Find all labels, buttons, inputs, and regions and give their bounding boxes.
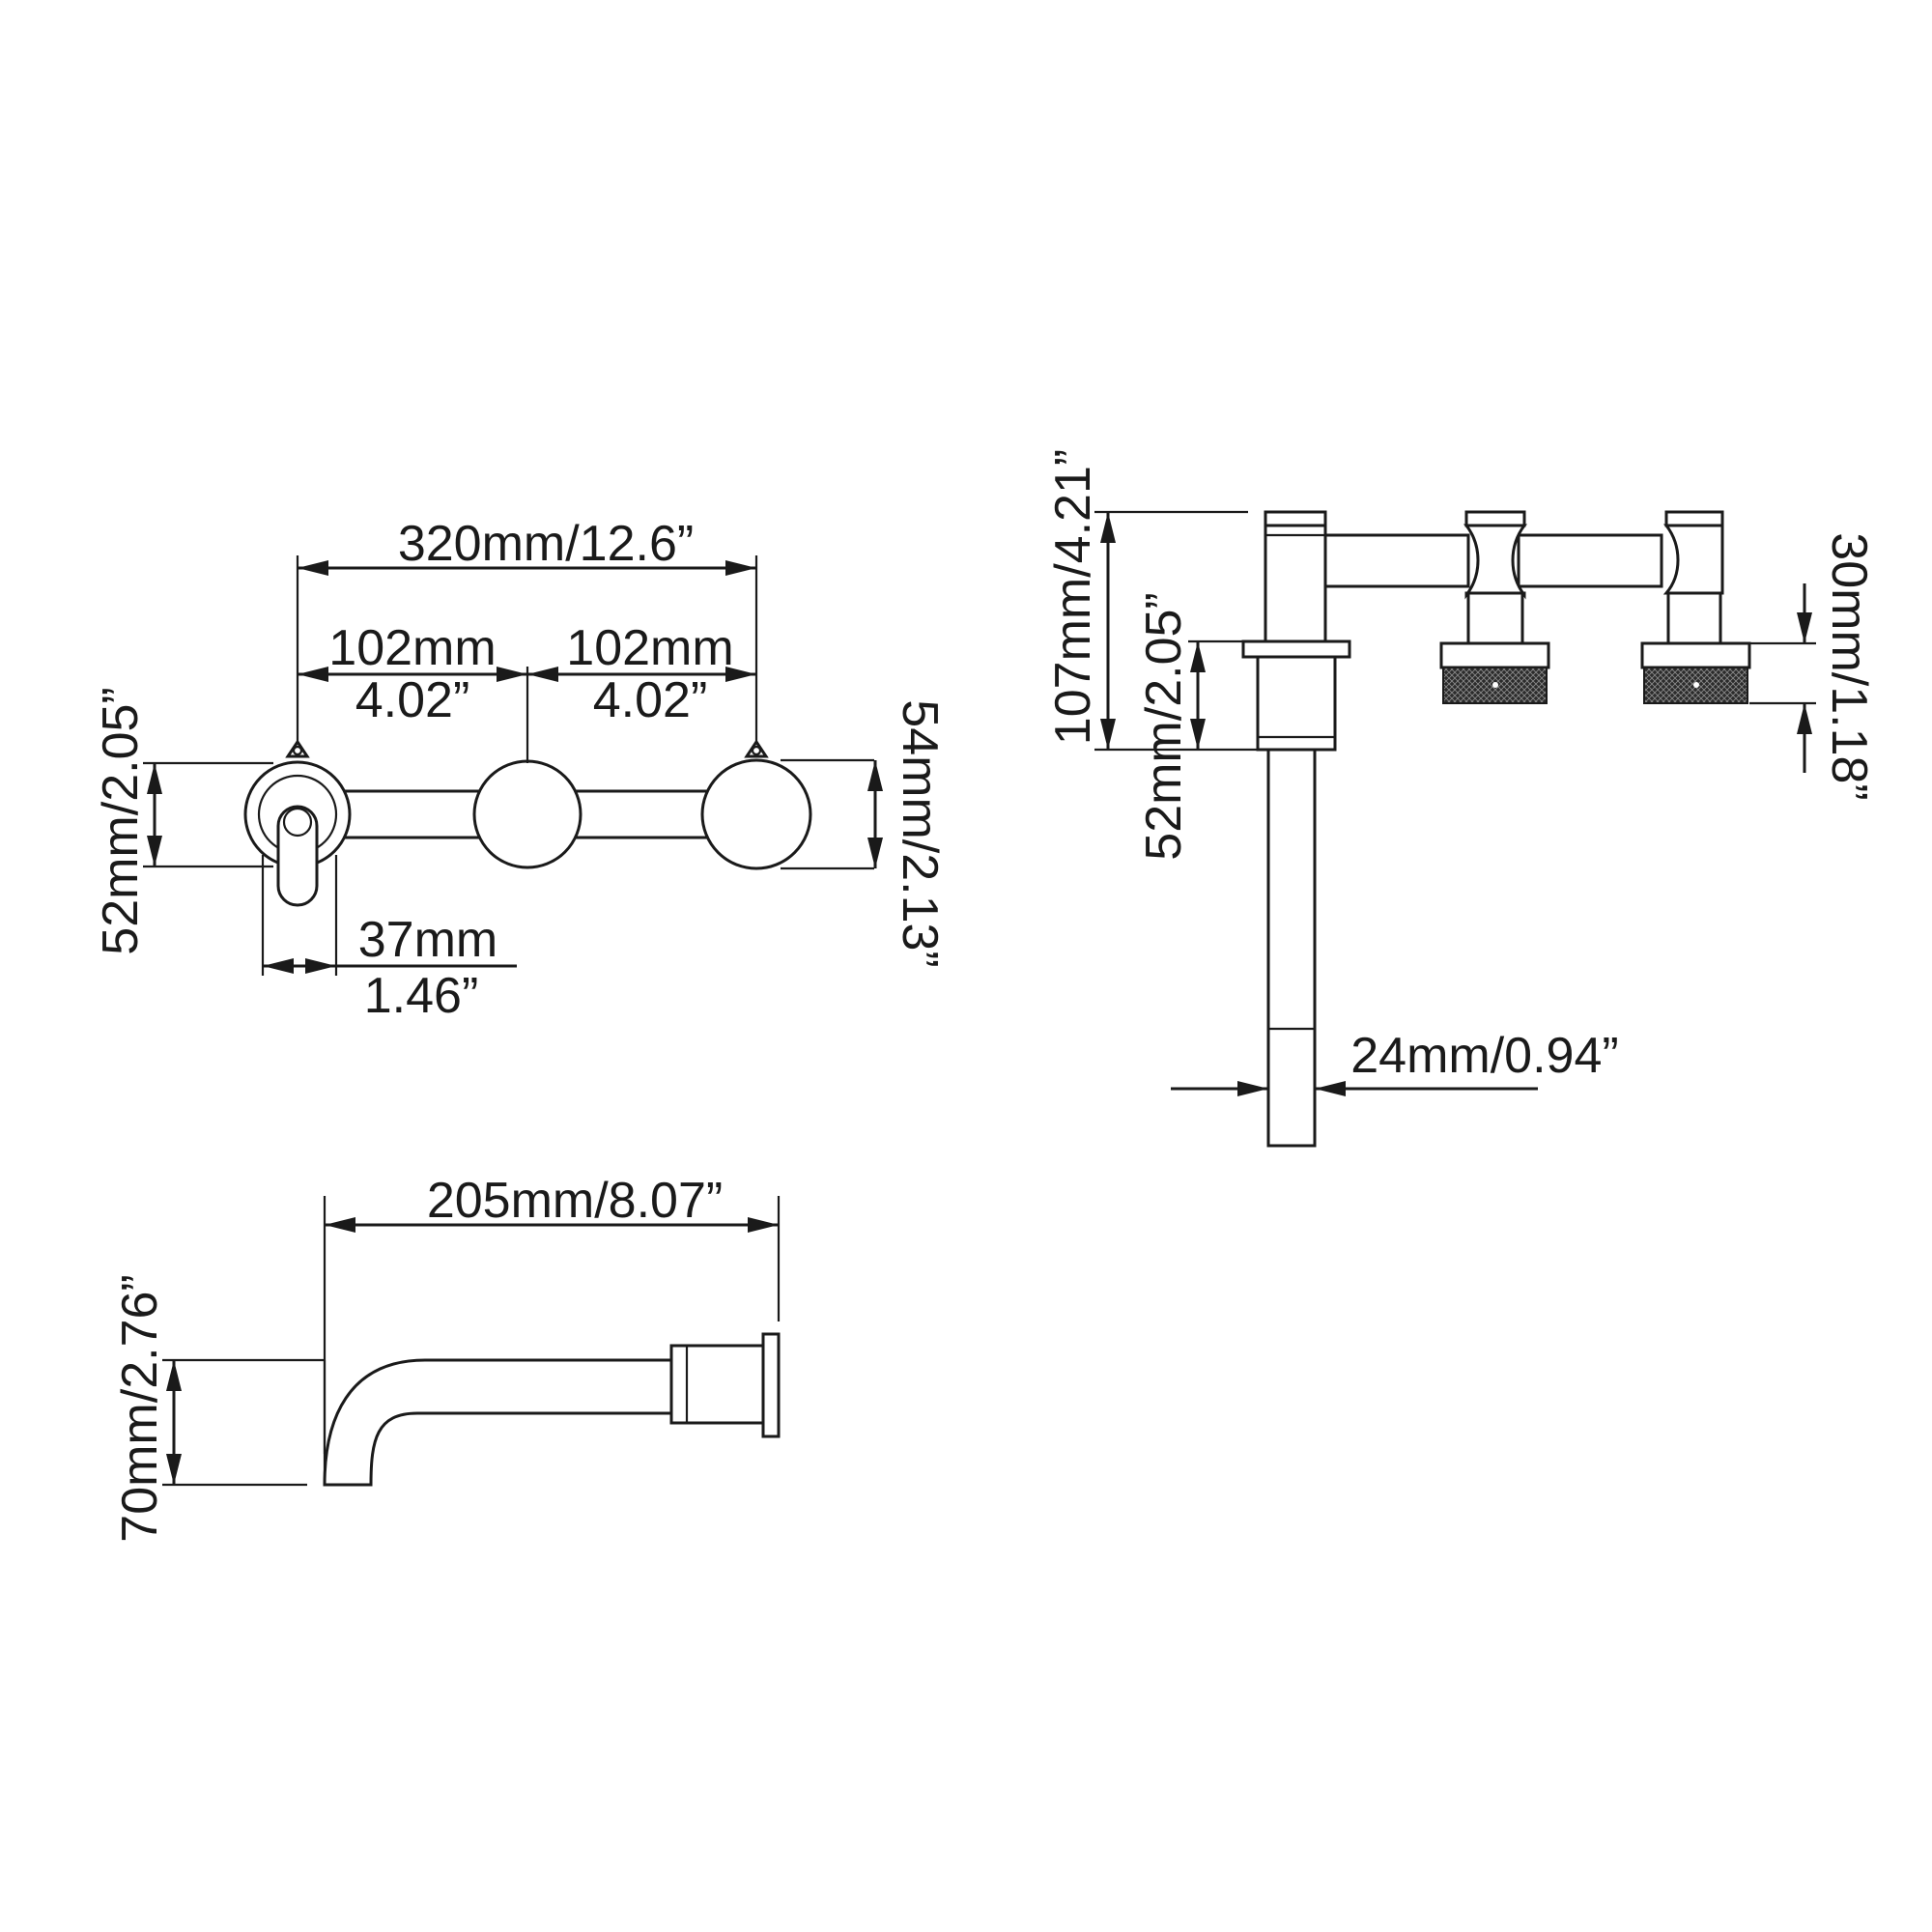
front-view: 320mm/12.6” 102mm 4.02” 102mm 4.02” 52mm… (93, 516, 948, 1024)
connector-bar-right (573, 789, 717, 839)
side-view: 107mm/4.21” 52mm/2.05” 30mm/1.18” 24mm/0… (1045, 449, 1877, 1148)
stem-diameter-label: 24mm/0.94” (1350, 1028, 1618, 1084)
spout-hub (669, 1344, 765, 1425)
spout-view: 205mm/8.07” 70mm/2.76” (112, 1173, 781, 1543)
mixer-body (1241, 510, 1351, 1148)
center-plate (472, 759, 582, 869)
spout-length-label: 205mm/8.07” (427, 1173, 723, 1229)
spout-height-label: 70mm/2.76” (112, 1274, 168, 1542)
overall-width-label: 320mm/12.6” (398, 516, 694, 572)
plate-diameter-label: 54mm/2.13” (892, 699, 948, 967)
handle-width-in-label: 1.46” (364, 968, 479, 1024)
rosette-height-label: 52mm/2.05” (1136, 592, 1192, 860)
connector-bar-left (341, 789, 485, 839)
knurled-knob (1442, 667, 1548, 704)
right-spacing-mm-label: 102mm (566, 620, 733, 676)
spout-stem (1266, 748, 1317, 1148)
handle-width-mm-label: 37mm (358, 912, 497, 968)
side-bar-left (1323, 533, 1470, 588)
right-spacing-in-label: 4.02” (593, 672, 708, 728)
left-spacing-in-label: 4.02” (355, 672, 470, 728)
center-valve (1439, 510, 1550, 704)
right-valve (1640, 510, 1751, 704)
rosette-flange (1241, 639, 1351, 659)
plate-tab-icon (285, 739, 310, 758)
right-plate (700, 739, 812, 870)
mixer-plate (243, 739, 352, 907)
total-height-label: 107mm/4.21” (1045, 449, 1101, 745)
handle-height-label: 52mm/2.05” (93, 687, 149, 954)
spout-body (323, 1358, 673, 1487)
rosette-body (1256, 655, 1337, 752)
spout-wall-flange (761, 1332, 781, 1438)
plate-tab-icon (744, 739, 769, 758)
left-spacing-mm-label: 102mm (328, 620, 496, 676)
knob-height-label: 30mm/1.18” (1821, 532, 1877, 800)
side-bar-right (1517, 533, 1663, 588)
